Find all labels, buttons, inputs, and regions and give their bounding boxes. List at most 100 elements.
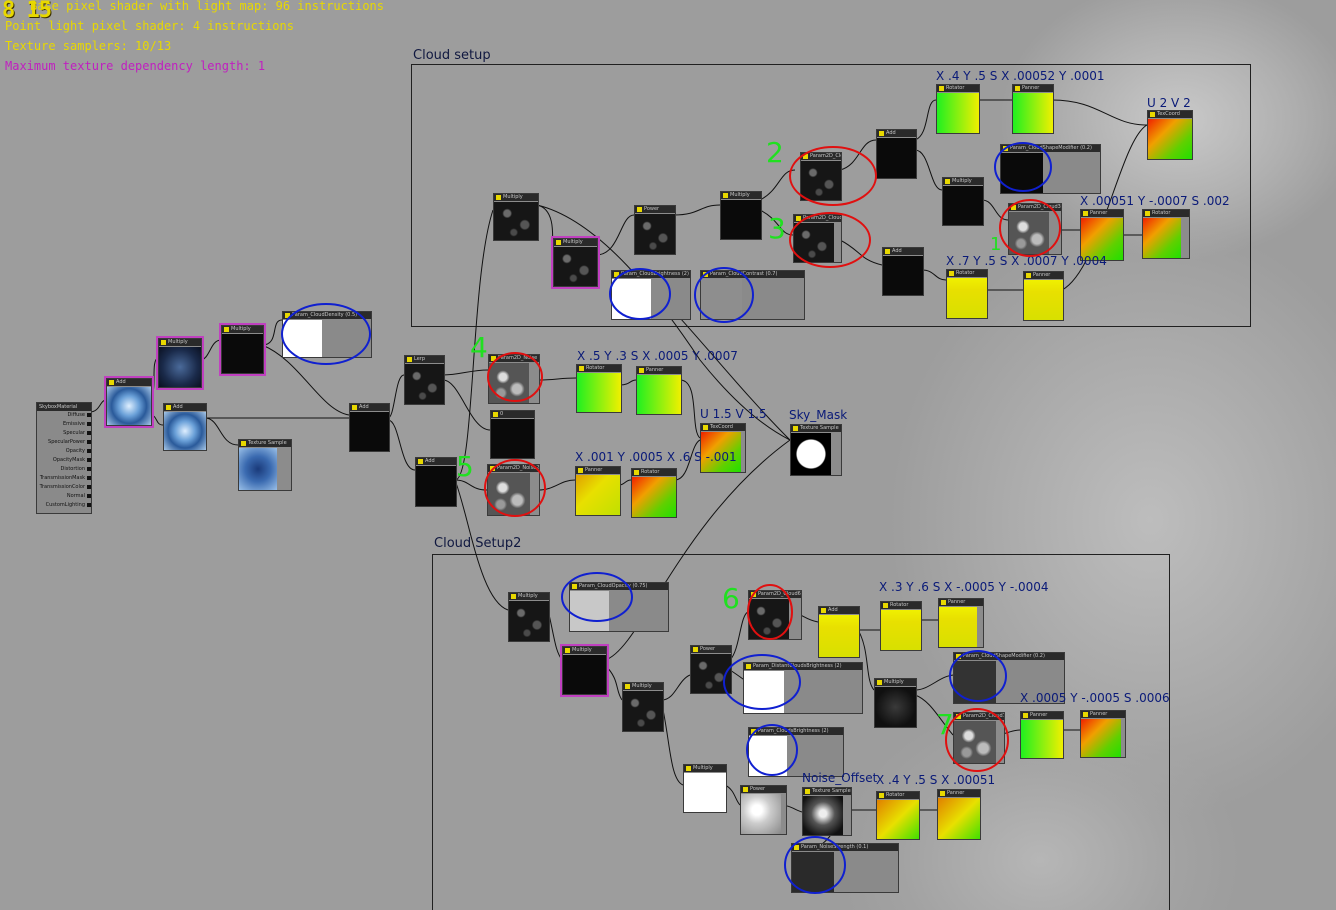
node-rotator-6[interactable]: Rotator	[880, 601, 922, 651]
material-input-opacity[interactable]: Opacity	[37, 447, 91, 456]
node-power-s2b[interactable]: Power	[740, 785, 787, 835]
node-texture-cloud-1[interactable]: Param2D_Cloud1	[800, 152, 842, 201]
node-title: Add	[416, 458, 456, 465]
node-multiply-s2c[interactable]: Multiply	[622, 682, 664, 732]
node-title: Rotator	[577, 365, 621, 372]
node-multiply-mid[interactable]: Multiply	[720, 191, 762, 240]
param-noise-strength[interactable]: Param_NoiseStrength (0.1)	[791, 843, 899, 893]
node-title: Param2D_Cloud2	[794, 215, 841, 222]
node-texcoord-1[interactable]: TexCoord	[1147, 110, 1193, 160]
node-add-main[interactable]: Add	[349, 403, 390, 452]
node-multiply-top[interactable]: Multiply	[493, 193, 539, 241]
blue-circle-distant	[723, 654, 801, 710]
node-texture-cloud-6[interactable]: Param2D_Cloud6	[748, 590, 802, 640]
param-cloud-density[interactable]: Param_CloudDensity (0.5)	[282, 311, 372, 358]
node-add-r2[interactable]: Add	[882, 247, 924, 296]
node-constant-zero[interactable]: 0	[490, 410, 535, 459]
node-panner-3[interactable]: Panner	[1023, 271, 1064, 321]
blue-circle-noise	[784, 836, 846, 894]
comment-c3: X .00051 Y -.0007 S .002	[1080, 194, 1230, 208]
material-input-distortion[interactable]: Distortion	[37, 465, 91, 474]
param-distant-clouds-brightness[interactable]: Param_DistantCloudsBrightness (2)	[743, 662, 863, 714]
node-rotator-9[interactable]: Rotator	[876, 791, 920, 840]
node-add-blue-2[interactable]: Add	[163, 403, 207, 451]
node-title: Multiply	[159, 339, 201, 346]
comment-c11: Noise_Offset	[802, 771, 878, 785]
node-title: Multiply	[943, 178, 983, 185]
node-title: Param2D_Noise	[489, 355, 539, 362]
node-title: Panner	[1021, 712, 1063, 719]
node-multiply-s2e[interactable]: Multiply	[683, 764, 727, 813]
node-rotator-5[interactable]: Rotator	[631, 468, 677, 518]
node-multiply-s2b[interactable]: Multiply	[560, 644, 609, 697]
node-add-lower[interactable]: Add	[415, 457, 457, 507]
node-rotator-4[interactable]: Rotator	[576, 364, 622, 413]
node-texture-sample-blue[interactable]: Texture Sample	[238, 439, 292, 491]
annotation-4: 4	[470, 331, 488, 364]
red-circle-2	[789, 146, 877, 206]
node-add-r1[interactable]: Add	[876, 129, 917, 179]
node-lerp[interactable]: Lerp	[404, 355, 445, 405]
param-title: Param_CloudOpacity (0.75)	[570, 583, 668, 590]
node-title: TexCoord	[1148, 111, 1192, 118]
param-title: Param_CloudsBrightness (2)	[749, 728, 843, 735]
material-input-specularpower[interactable]: SpecularPower	[37, 438, 91, 447]
blue-circle-density	[281, 303, 371, 365]
node-texture-cloud-7[interactable]: Param2D_Cloud7	[953, 712, 1005, 764]
node-panner-8[interactable]: Panner	[1080, 710, 1126, 758]
node-panner-2[interactable]: Panner	[1080, 209, 1124, 261]
node-rotator-3[interactable]: Rotator	[946, 269, 988, 319]
param-cloud-opacity[interactable]: Param_CloudOpacity (0.75)	[569, 582, 669, 632]
node-add-blue[interactable]: Add	[104, 376, 154, 428]
material-input-specular[interactable]: Specular	[37, 429, 91, 438]
param-cloud-brightness[interactable]: Param_CloudBrightness (2)	[611, 270, 691, 320]
material-root-node[interactable]: SkyboxMaterial Diffuse Emissive Specular…	[36, 402, 92, 514]
group-cloud-setup[interactable]	[411, 64, 1251, 327]
node-texcoord-2[interactable]: TexCoord	[700, 423, 746, 473]
node-title: Panner	[1081, 210, 1123, 217]
node-panner-5[interactable]: Panner	[575, 466, 621, 516]
node-title: Multiply	[222, 326, 263, 333]
material-input-transmissionmask[interactable]: TransmissionMask	[37, 474, 91, 483]
node-title: Power	[635, 206, 675, 213]
group-cloud-setup2[interactable]	[432, 554, 1170, 910]
node-multiply-blue[interactable]: Multiply	[156, 336, 204, 390]
node-texture-cloud-3[interactable]: Param2D_Cloud3	[1008, 203, 1062, 255]
node-panner-6[interactable]: Panner	[938, 598, 984, 648]
node-title: Add	[164, 404, 206, 411]
material-input-normal[interactable]: Normal	[37, 492, 91, 501]
node-add-s2[interactable]: Add	[818, 606, 860, 658]
node-title: Multiply	[875, 679, 916, 686]
material-input-transmissioncolor[interactable]: TransmissionColor	[37, 483, 91, 492]
red-circle-3	[789, 212, 871, 268]
param-title: Param_CloudBrightness (2)	[612, 271, 690, 278]
node-title: Power	[741, 786, 786, 793]
node-multiply-s2a[interactable]: Multiply	[508, 592, 550, 642]
material-input-opacitymask[interactable]: OpacityMask	[37, 456, 91, 465]
node-panner-9[interactable]: Panner	[937, 789, 981, 840]
annotation-3: 3	[768, 212, 786, 245]
node-multiply-r[interactable]: Multiply	[942, 177, 984, 226]
node-panner-1[interactable]: Panner	[1012, 84, 1054, 134]
node-multiply-black[interactable]: Multiply	[219, 323, 266, 376]
node-multiply-s2d[interactable]: Multiply	[874, 678, 917, 728]
node-rotator-1[interactable]: Rotator	[936, 84, 980, 134]
node-title: 0	[491, 411, 534, 418]
red-circle-5	[484, 459, 546, 517]
param-title: Param_CloudDensity (0.5)	[283, 312, 371, 319]
param-cloud-shape-modifier-2[interactable]: Param_CloudShapeModifier (0.2)	[953, 652, 1065, 704]
comment-c6: U 1.5 V 1.5	[700, 407, 767, 421]
node-title: Add	[877, 130, 916, 137]
node-rotator-2[interactable]: Rotator	[1142, 209, 1190, 259]
param-title: Param_CloudShapeModifier (0.2)	[954, 653, 1064, 660]
material-input-diffuse[interactable]: Diffuse	[37, 411, 91, 420]
material-input-emissive[interactable]: Emissive	[37, 420, 91, 429]
node-multiply-top-2[interactable]: Multiply	[551, 236, 600, 289]
node-power-top[interactable]: Power	[634, 205, 676, 255]
node-panner-7[interactable]: Panner	[1020, 711, 1064, 759]
node-sky-mask-sample[interactable]: Texture Sample	[790, 424, 842, 476]
node-panner-4[interactable]: Panner	[636, 366, 682, 415]
material-input-customlighting[interactable]: CustomLighting	[37, 501, 91, 510]
node-texture-noise-sample[interactable]: Texture Sample	[802, 787, 852, 836]
